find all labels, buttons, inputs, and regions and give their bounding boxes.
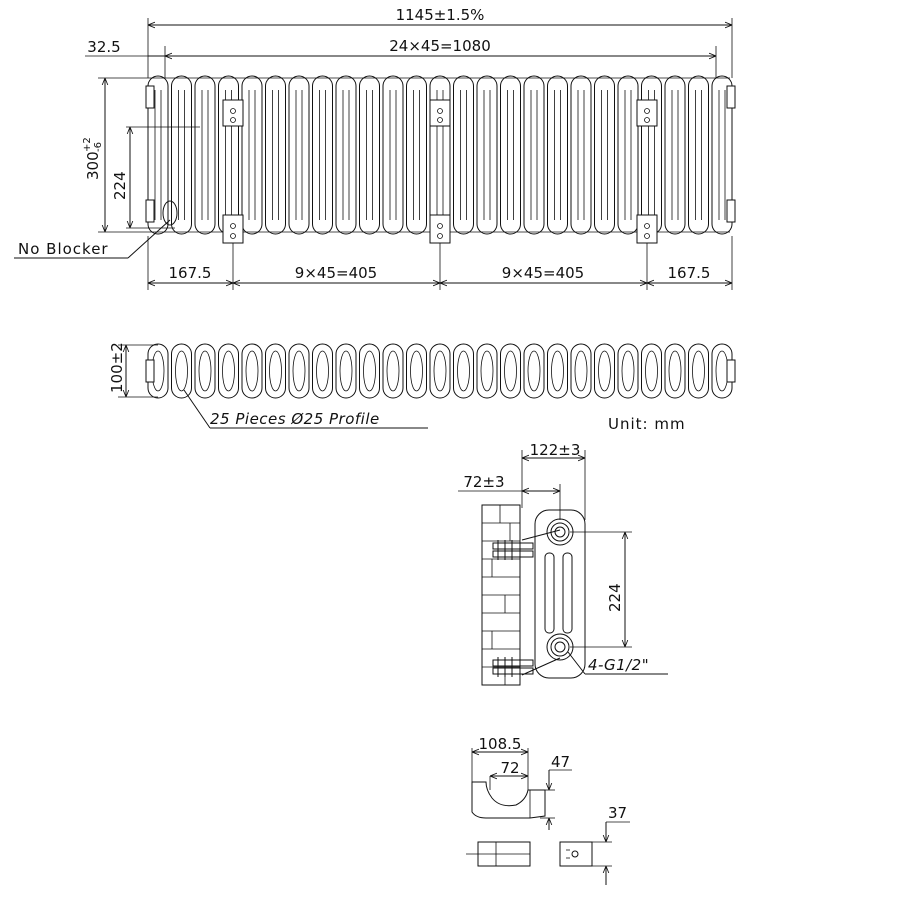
plate-height-label: 37 <box>608 804 627 822</box>
front-column-21 <box>617 75 639 235</box>
connections-label: 4-G1/2" <box>588 656 649 674</box>
bracket-length-label: 108.5 <box>479 735 522 753</box>
top-section-7 <box>288 343 310 399</box>
front-column-25 <box>711 75 733 235</box>
section-pitch-label: 24×45=1080 <box>389 37 490 55</box>
front-column-1 <box>147 75 169 235</box>
front-wall-brackets <box>222 99 658 244</box>
top-section-25 <box>711 343 733 399</box>
side-centers-label: 224 <box>606 583 624 612</box>
top-section-13 <box>429 343 451 399</box>
height-tol-lower: -6 <box>93 142 104 152</box>
front-column-5 <box>241 75 263 235</box>
top-section-18 <box>547 343 568 399</box>
front-column-11 <box>382 75 404 235</box>
top-section-15 <box>476 343 498 399</box>
top-view: 100±2 25 Pieces Ø25 Profile Unit: mm <box>108 342 736 433</box>
bracket-spacing-2-label: 9×45=405 <box>502 264 584 282</box>
top-section-8 <box>312 343 333 399</box>
bracket-height-label: 47 <box>551 753 570 771</box>
top-section-14 <box>453 343 474 399</box>
height-label: 300 <box>84 151 102 180</box>
front-column-18 <box>547 75 568 235</box>
front-column-17 <box>523 75 545 235</box>
depth-label: 100±2 <box>108 342 126 393</box>
top-section-11 <box>382 343 404 399</box>
front-view: 1145±1.5% 32.5 24×45=1080 300 +2 -6 224 … <box>14 6 736 290</box>
height-tol-upper: +2 <box>82 137 93 152</box>
front-column-23 <box>664 75 686 235</box>
height-label-group: 300 +2 -6 <box>82 137 104 180</box>
top-section-23 <box>664 343 686 399</box>
front-bracket-1 <box>222 99 244 244</box>
front-column-2 <box>171 75 192 235</box>
front-column-19 <box>570 75 592 235</box>
front-column-12 <box>406 75 427 235</box>
overall-width-label: 1145±1.5% <box>396 6 485 24</box>
wall-offset-label: 72±3 <box>463 473 504 491</box>
units-label: Unit: mm <box>608 415 686 433</box>
front-column-24 <box>688 75 709 235</box>
top-section-9 <box>335 343 357 399</box>
front-column-3 <box>194 75 216 235</box>
top-section-6 <box>265 343 286 399</box>
bracket-offset-label: 72 <box>500 759 519 777</box>
radiator-side-profile <box>534 509 586 679</box>
profile-label: 25 Pieces Ø25 Profile <box>210 410 380 428</box>
top-section-21 <box>617 343 639 399</box>
top-section-17 <box>523 343 545 399</box>
bracket-spacing-1-label: 9×45=405 <box>295 264 377 282</box>
top-section-22 <box>641 343 662 399</box>
bracket-right-offset-label: 167.5 <box>668 264 711 282</box>
left-offset-label: 32.5 <box>87 38 120 56</box>
no-blocker-label: No Blocker <box>18 240 109 258</box>
top-section-16 <box>500 343 521 399</box>
top-section-19 <box>570 343 592 399</box>
front-column-6 <box>265 75 286 235</box>
front-column-7 <box>288 75 310 235</box>
bracket-plate-view <box>559 841 593 867</box>
top-section-10 <box>359 343 380 399</box>
top-section-20 <box>594 343 615 399</box>
front-column-14 <box>453 75 474 235</box>
front-column-9 <box>335 75 357 235</box>
top-section-12 <box>406 343 427 399</box>
front-radiator-columns <box>145 75 736 235</box>
top-radiator-sections <box>145 343 736 399</box>
top-section-5 <box>241 343 263 399</box>
top-section-24 <box>688 343 709 399</box>
side-view: 122±3 72±3 <box>458 441 668 686</box>
top-section-4 <box>218 343 239 399</box>
front-bracket-3 <box>636 99 658 244</box>
top-section-3 <box>194 343 216 399</box>
front-bracket-2 <box>429 99 451 244</box>
bracket-profile <box>471 781 546 819</box>
top-section-2 <box>171 343 192 399</box>
front-column-20 <box>594 75 615 235</box>
front-column-10 <box>359 75 380 235</box>
front-column-16 <box>500 75 521 235</box>
centers-label: 224 <box>111 171 129 200</box>
bracket-detail: 108.5 72 47 37 <box>466 735 630 885</box>
front-column-8 <box>312 75 333 235</box>
front-column-15 <box>476 75 498 235</box>
overall-depth-label: 122±3 <box>530 441 581 459</box>
wall-bricks <box>481 504 521 686</box>
bracket-left-offset-label: 167.5 <box>169 264 212 282</box>
